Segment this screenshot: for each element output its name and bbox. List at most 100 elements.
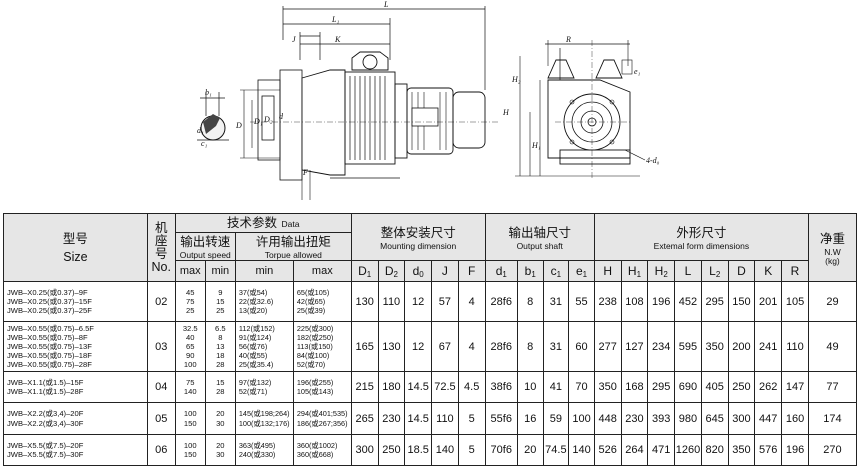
- header-torque-allowed: 许用输出扭矩 Torpue allowed: [234, 232, 352, 261]
- label-c1: c₁: [201, 139, 208, 148]
- dimension-cell: 41: [542, 371, 570, 403]
- dimension-cell: 12: [404, 281, 433, 322]
- dimension-cell: 350: [727, 434, 756, 466]
- header-torque-min: min: [234, 260, 294, 282]
- dimension-cell: 57: [431, 281, 459, 322]
- label-4-d0: 4-d₀: [646, 156, 660, 165]
- header-external-form: 外形尺寸 Extemal form dimensions: [593, 213, 809, 261]
- dimension-cell: 70f6: [484, 434, 518, 466]
- label-D1: D₁: [253, 117, 263, 126]
- dimension-cell: 690: [674, 371, 702, 403]
- dimension-cell: 105: [781, 281, 809, 322]
- col-D: D: [727, 260, 756, 282]
- dimension-cell: 595: [674, 321, 702, 372]
- dimension-cell: 70: [568, 371, 595, 403]
- weight-cell: 270: [807, 434, 858, 466]
- col-K: K: [754, 260, 783, 282]
- dimension-cell: 10: [516, 371, 544, 403]
- dimension-cell: 8: [516, 281, 544, 322]
- dimension-cell: 196: [781, 434, 809, 466]
- col-L: L: [674, 260, 702, 282]
- dimension-cell: 264: [620, 434, 649, 466]
- base-no-cell: 02: [146, 281, 176, 322]
- col-R: R: [781, 260, 809, 282]
- dimension-cell: 28f6: [484, 281, 518, 322]
- label-D: D: [235, 121, 242, 130]
- dimension-cell: 140: [431, 434, 459, 466]
- dimension-cell: 16: [516, 402, 544, 435]
- torque-max-cell: 196(或255)105(或143): [292, 371, 352, 403]
- dimension-cell: 200: [727, 321, 756, 372]
- col-J: J: [431, 260, 459, 282]
- dimension-cell: 140: [568, 434, 595, 466]
- dimension-cell: 300: [727, 402, 756, 435]
- dimension-cell: 147: [781, 371, 809, 403]
- dimension-cell: 165: [350, 321, 379, 372]
- dimension-cell: 72.5: [431, 371, 459, 403]
- dimension-cell: 215: [350, 371, 379, 403]
- dimension-cell: 38f6: [484, 371, 518, 403]
- header-tech-data: 技术参数 Data: [174, 213, 352, 233]
- weight-cell: 29: [807, 281, 858, 322]
- base-no-cell: 03: [146, 321, 176, 372]
- dimension-cell: 20: [516, 434, 544, 466]
- dimension-cell: 67: [431, 321, 459, 372]
- dimension-cell: 110: [431, 402, 459, 435]
- dimension-cell: 31: [542, 281, 570, 322]
- label-e1: e₁: [634, 67, 641, 76]
- label-R: R: [565, 35, 571, 44]
- header-net-weight: 净重 N.W (kg): [807, 213, 858, 282]
- dimension-cell: 100: [568, 402, 595, 435]
- label-d: d: [279, 112, 284, 121]
- dimension-cell: 14.5: [404, 371, 433, 403]
- dimension-cell: 393: [647, 402, 676, 435]
- dimension-cell: 230: [620, 402, 649, 435]
- dimension-cell: 4: [457, 321, 486, 372]
- col-H1: H1: [620, 260, 649, 282]
- dimension-cell: 168: [620, 371, 649, 403]
- top-dimensions: L L₁ J K: [282, 0, 486, 90]
- dimension-cell: 110: [377, 281, 406, 322]
- dimension-cell: 241: [754, 321, 783, 372]
- header-torque-max: max: [292, 260, 352, 282]
- dimension-cell: 1260: [674, 434, 702, 466]
- torque-min-cell: 145(或198;264)100(或132;176): [234, 402, 294, 435]
- dimension-cell: 4.5: [457, 371, 486, 403]
- dimension-cell: 180: [377, 371, 406, 403]
- col-L2: L2: [700, 260, 729, 282]
- dimension-cell: 59: [542, 402, 570, 435]
- label-J: J: [292, 35, 296, 44]
- dimension-cell: 452: [674, 281, 702, 322]
- base-no-cell: 06: [146, 434, 176, 466]
- dimension-cell: 576: [754, 434, 783, 466]
- dimension-cell: 127: [620, 321, 649, 372]
- dimension-cell: 12: [404, 321, 433, 372]
- dimension-cell: 201: [754, 281, 783, 322]
- label-H: H: [502, 108, 510, 117]
- dimension-cell: 295: [700, 281, 729, 322]
- col-b1: b1: [516, 260, 544, 282]
- torque-max-cell: 294(或401;535)186(或267;356): [292, 402, 352, 435]
- dimension-cell: 820: [700, 434, 729, 466]
- dimension-cell: 230: [377, 402, 406, 435]
- dimension-cell: 471: [647, 434, 676, 466]
- col-d0: d0: [404, 260, 433, 282]
- dimension-cell: 265: [350, 402, 379, 435]
- label-d1: d₁: [197, 126, 204, 135]
- dimension-cell: 130: [377, 321, 406, 372]
- label-L: L: [383, 0, 389, 9]
- col-D2: D2: [377, 260, 406, 282]
- dimension-cell: 238: [593, 281, 622, 322]
- dimension-cell: 300: [350, 434, 379, 466]
- col-H: H: [593, 260, 622, 282]
- dimension-cell: 262: [754, 371, 783, 403]
- dimension-cell: 4: [457, 281, 486, 322]
- torque-max-cell: 360(或1002)360(或668): [292, 434, 352, 466]
